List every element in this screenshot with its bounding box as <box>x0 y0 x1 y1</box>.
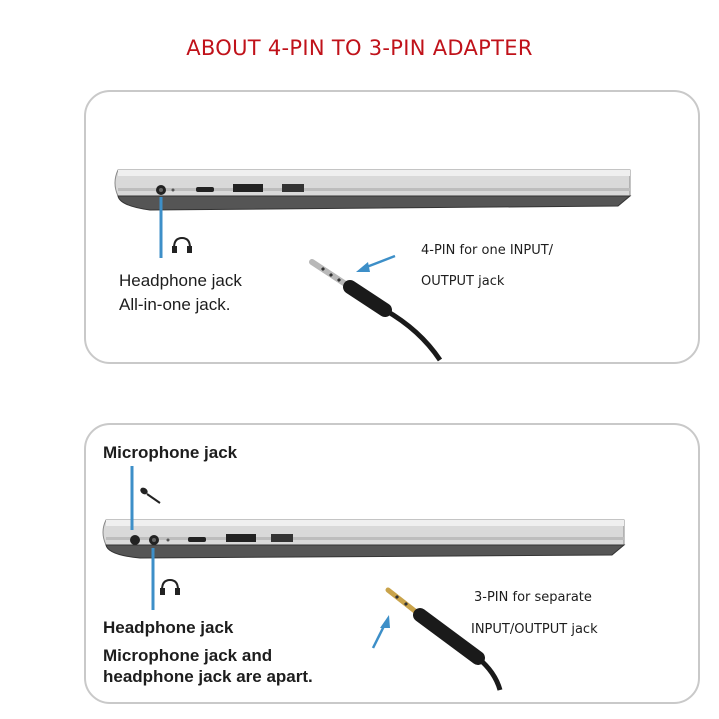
headphone-jack-label-bottom: Headphone jack <box>103 618 234 637</box>
microphone-jack-label: Microphone jack <box>103 443 238 462</box>
three-pin-label-line2: INPUT/OUTPUT jack <box>471 622 598 637</box>
all-in-one-label: All-in-one jack. <box>119 295 231 314</box>
arrow-to-plug-top <box>356 254 396 272</box>
four-pin-label-line1: 4-PIN for one INPUT/ <box>421 243 554 258</box>
arrow-to-plug-bottom <box>371 615 390 649</box>
headphone-icon <box>160 578 180 595</box>
three-pin-label-line1: 3-PIN for separate <box>474 590 592 605</box>
laptop-bottom <box>102 519 626 559</box>
microphone-icon <box>140 487 161 504</box>
bottom-panel <box>84 423 700 704</box>
laptop-bottom-ports <box>130 534 293 545</box>
top-panel <box>84 90 700 364</box>
separate-jacks-note-line2: headphone jack are apart. <box>103 667 313 686</box>
laptop-top-ports <box>156 184 304 195</box>
headphone-icon <box>172 236 192 253</box>
page-title: ABOUT 4-PIN TO 3-PIN ADAPTER <box>186 36 533 60</box>
headphone-jack-label: Headphone jack <box>119 271 242 290</box>
four-pin-label-line2: OUTPUT jack <box>421 274 505 289</box>
three-pin-plug <box>385 587 503 691</box>
separate-jacks-note-line1: Microphone jack and <box>103 646 273 665</box>
four-pin-plug <box>309 259 443 362</box>
